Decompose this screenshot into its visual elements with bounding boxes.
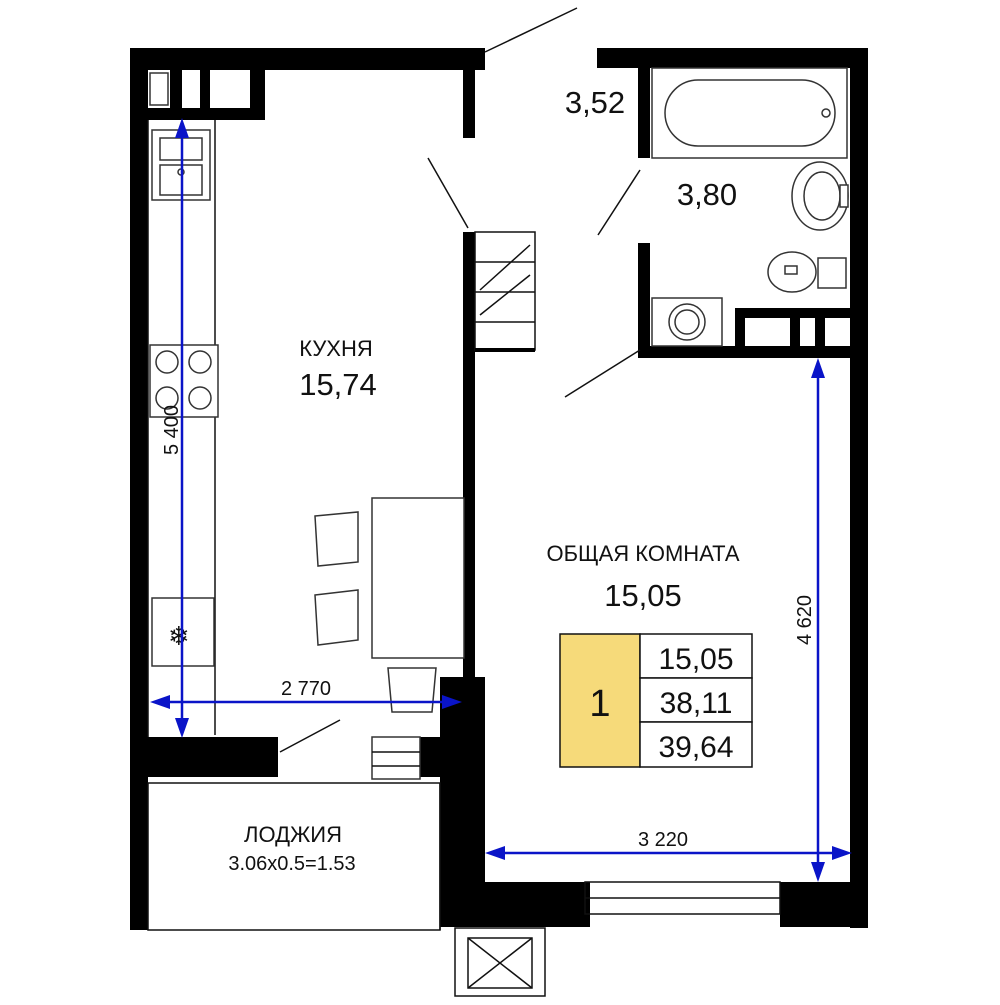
dimension-living-length-label: 4 620 [794, 595, 816, 645]
dimension-living-horizontal [485, 846, 852, 860]
loggia-formula: 3.06x0.5=1.53 [228, 853, 355, 875]
dimension-living-vertical [811, 358, 825, 882]
door-lines [147, 7, 641, 753]
bathroom-area: 3,80 [677, 177, 737, 212]
bathtub [651, 67, 848, 159]
rooms-count-badge [559, 633, 641, 768]
washing-machine [651, 297, 723, 347]
dimension-kitchen-length-label: 5 400 [161, 405, 183, 455]
summary-living-area: 15,05 [658, 643, 733, 676]
walls [130, 48, 868, 930]
ventilation-box [454, 927, 546, 997]
dimension-kitchen-width-label: 2 770 [281, 678, 331, 700]
rooms-count: 1 [589, 683, 610, 725]
kitchen-label: КУХНЯ [299, 336, 373, 361]
loggia-label: ЛОДЖИЯ [244, 822, 342, 847]
toilet [767, 251, 847, 293]
chair-loggia [371, 736, 421, 780]
living-label: ОБЩАЯ КОМНАТА [546, 541, 739, 566]
stove [149, 344, 219, 418]
dimension-kitchen-horizontal [150, 695, 462, 709]
summary-total-area: 39,64 [658, 731, 733, 764]
summary-table: 1 15,05 38,11 39,64 [559, 633, 753, 768]
dimension-kitchen-vertical [175, 118, 189, 738]
dining-set [314, 497, 465, 713]
washbasin [791, 161, 849, 231]
svg-text:❄: ❄ [168, 621, 190, 651]
summary-area-without-loggia: 38,11 [660, 687, 733, 720]
window [584, 881, 781, 915]
hall-area: 3,52 [565, 85, 625, 120]
living-area: 15,05 [604, 578, 682, 613]
dimension-living-width-label: 3 220 [638, 829, 688, 851]
kitchen-area: 15,74 [299, 367, 377, 402]
shelving [474, 231, 536, 352]
small-box-topleft [149, 72, 169, 106]
